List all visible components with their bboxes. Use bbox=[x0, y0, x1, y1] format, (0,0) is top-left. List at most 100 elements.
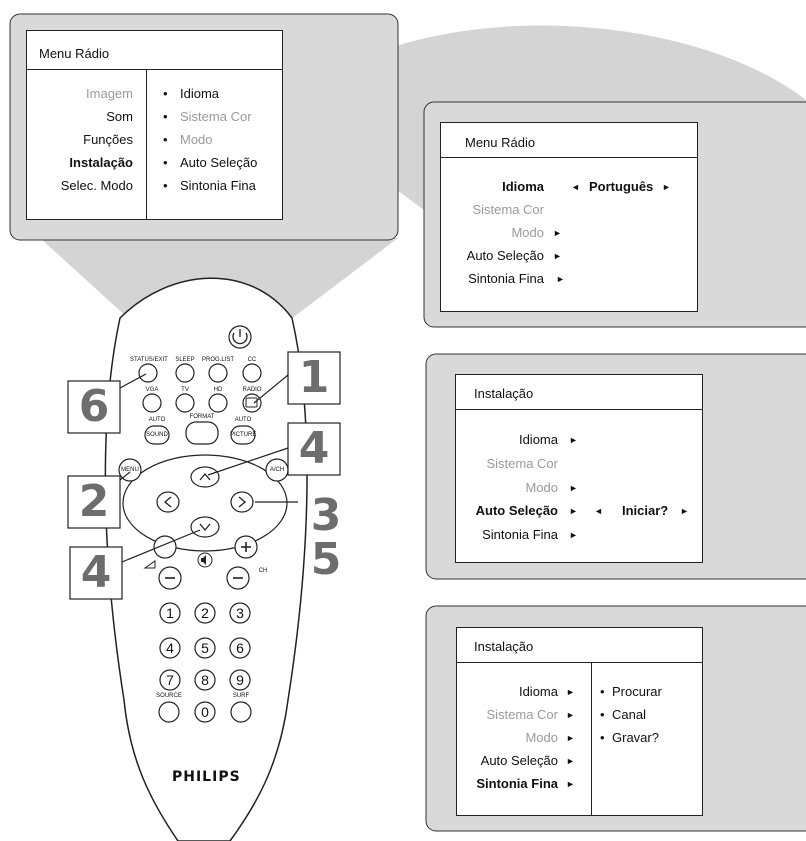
digit-7-button[interactable]: 7 bbox=[166, 672, 174, 688]
radio-icon bbox=[245, 397, 258, 408]
arrow-right-icon: ► bbox=[566, 710, 575, 720]
auto-label: AUTO bbox=[148, 417, 166, 423]
menu-main-left-item-imagem[interactable]: Imagem bbox=[86, 86, 133, 101]
sound-label: SOUND bbox=[146, 432, 168, 438]
menu-fina-item-idioma[interactable]: Idioma bbox=[518, 684, 558, 699]
menu-main-right-item-sintonia-fina[interactable]: Sintonia Fina bbox=[180, 178, 256, 193]
arrow-right-icon: ► bbox=[556, 274, 565, 284]
menu-main-left-item-selec-modo[interactable]: Selec. Modo bbox=[60, 178, 133, 193]
arrow-right-icon: ► bbox=[553, 228, 562, 238]
format-label: FORMAT bbox=[189, 414, 215, 420]
callout-box-6 bbox=[67, 380, 121, 434]
up-button[interactable] bbox=[190, 466, 220, 488]
callout-5: 5 bbox=[310, 534, 342, 585]
tv-button[interactable] bbox=[175, 393, 195, 413]
digit-5-button[interactable]: 5 bbox=[201, 640, 209, 656]
menu-idioma-item-sistema-cor[interactable]: Sistema Cor bbox=[472, 202, 544, 217]
menu-idioma-item-auto-selecao[interactable]: Auto Seleção bbox=[466, 248, 544, 263]
menu-idioma-value: Português bbox=[589, 179, 654, 194]
menu-auto-value: Iniciar? bbox=[622, 503, 669, 518]
menu-fina-screen bbox=[456, 627, 703, 816]
radio-label: RADIO bbox=[242, 387, 262, 393]
chevron-down-icon bbox=[199, 523, 211, 532]
menu-auto-item-idioma[interactable]: Idioma bbox=[518, 432, 558, 447]
arrow-right-icon: ► bbox=[569, 483, 578, 493]
digit-4-button[interactable]: 4 bbox=[166, 640, 174, 656]
vga-button[interactable] bbox=[142, 393, 162, 413]
callout-6: 6 bbox=[78, 381, 110, 432]
menu-fina-item-modo[interactable]: Modo bbox=[525, 730, 558, 745]
menu-idioma-item-modo[interactable]: Modo bbox=[511, 225, 544, 240]
menu-fina-item-auto-selecao[interactable]: Auto Seleção bbox=[480, 753, 558, 768]
status-exit-label: STATUS/EXIT bbox=[130, 357, 168, 363]
menu-auto-item-modo[interactable]: Modo bbox=[525, 480, 558, 495]
menu-label: MENU bbox=[121, 467, 139, 473]
bullet: • bbox=[600, 730, 605, 745]
ach-label: A/CH bbox=[269, 467, 285, 473]
arrow-right-icon: ► bbox=[566, 687, 575, 697]
tv-label: TV bbox=[181, 387, 189, 393]
menu-fina-title: Instalação bbox=[474, 639, 534, 654]
sleep-button[interactable] bbox=[175, 363, 195, 383]
source-label: SOURCE bbox=[156, 693, 182, 699]
menu-fina-column-divider bbox=[591, 662, 592, 816]
brand-logo: PHILIPS bbox=[172, 769, 241, 785]
menu-main-right-item-idioma[interactable]: Idioma bbox=[180, 86, 220, 101]
hd-label: HD bbox=[213, 387, 223, 393]
down-button[interactable] bbox=[190, 516, 220, 538]
ch-label: CH bbox=[258, 568, 268, 574]
menu-main-right-item-auto-selecao[interactable]: Auto Seleção bbox=[180, 155, 258, 170]
bullet: • bbox=[163, 178, 168, 193]
cc-label: CC bbox=[247, 357, 257, 363]
menu-fina-sub-item-gravar[interactable]: Gravar? bbox=[612, 730, 659, 745]
prog-list-button[interactable] bbox=[208, 363, 228, 383]
arrow-right-icon: ► bbox=[553, 251, 562, 261]
format-button[interactable] bbox=[185, 421, 219, 445]
auto2-label: AUTO bbox=[234, 417, 252, 423]
digit-9-button[interactable]: 9 bbox=[236, 672, 244, 688]
arrow-left-icon: ◄ bbox=[594, 506, 603, 516]
menu-auto-divider bbox=[455, 409, 703, 410]
menu-main-right-item-modo[interactable]: Modo bbox=[180, 132, 213, 147]
digit-6-button[interactable]: 6 bbox=[236, 640, 244, 656]
left-button[interactable] bbox=[156, 491, 180, 513]
sound-button[interactable] bbox=[144, 425, 170, 445]
cc-button[interactable] bbox=[242, 363, 262, 383]
callout-4b: 4 bbox=[80, 547, 112, 598]
chevron-right-icon bbox=[238, 496, 247, 508]
menu-main-left-item-som[interactable]: Som bbox=[106, 109, 133, 124]
digit-1-button[interactable]: 1 bbox=[166, 605, 174, 621]
menu-fina-sub-item-procurar[interactable]: Procurar bbox=[612, 684, 662, 699]
prog-list-label: PROG.LIST bbox=[202, 357, 235, 363]
hd-button[interactable] bbox=[208, 393, 228, 413]
callout-4a: 4 bbox=[298, 423, 330, 474]
menu-main-divider bbox=[26, 69, 283, 70]
menu-fina-sub-item-canal[interactable]: Canal bbox=[612, 707, 646, 722]
digit-8-button[interactable]: 8 bbox=[201, 672, 209, 688]
callout-box-4b bbox=[69, 546, 123, 600]
bullet: • bbox=[163, 155, 168, 170]
callout-box-2 bbox=[67, 475, 121, 529]
menu-main-left-item-instalacao[interactable]: Instalação bbox=[69, 155, 133, 170]
menu-idioma-screen bbox=[440, 122, 698, 312]
menu-main-left-item-funcoes[interactable]: Funções bbox=[83, 132, 133, 147]
volume-wedge-icon bbox=[143, 560, 156, 569]
menu-fina-item-sistema-cor[interactable]: Sistema Cor bbox=[486, 707, 558, 722]
digit-2-button[interactable]: 2 bbox=[201, 605, 209, 621]
menu-fina-item-sintonia-fina[interactable]: Sintonia Fina bbox=[476, 776, 558, 791]
right-button[interactable] bbox=[230, 491, 254, 513]
bullet: • bbox=[163, 132, 168, 147]
bullet: • bbox=[163, 86, 168, 101]
menu-button[interactable] bbox=[118, 458, 142, 482]
picture-button[interactable] bbox=[230, 425, 256, 445]
menu-idioma-item-sintonia-fina[interactable]: Sintonia Fina bbox=[468, 271, 544, 286]
menu-auto-item-sintonia-fina[interactable]: Sintonia Fina bbox=[482, 527, 558, 542]
menu-auto-item-auto-selecao[interactable]: Auto Seleção bbox=[475, 503, 558, 518]
bullet: • bbox=[600, 707, 605, 722]
menu-main-right-item-sistema-cor[interactable]: Sistema Cor bbox=[180, 109, 252, 124]
digit-0-button[interactable]: 0 bbox=[201, 704, 209, 720]
digit-3-button[interactable]: 3 bbox=[236, 605, 244, 621]
menu-auto-item-sistema-cor[interactable]: Sistema Cor bbox=[486, 456, 558, 471]
status-exit-button[interactable] bbox=[138, 363, 158, 383]
menu-idioma-item-idioma[interactable]: Idioma bbox=[502, 179, 544, 194]
